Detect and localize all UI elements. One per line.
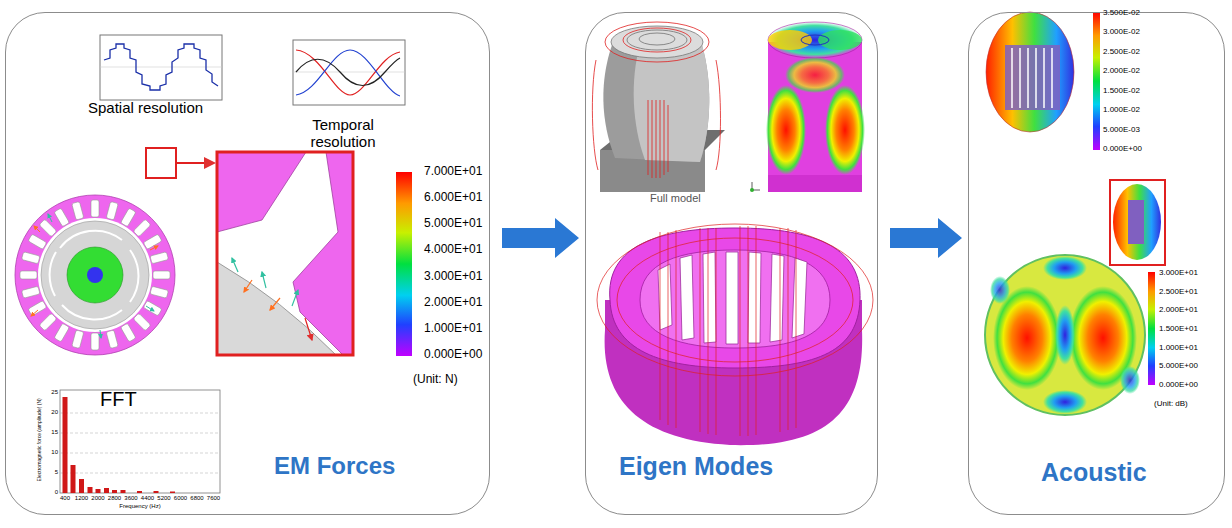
axis-tick: 15	[44, 429, 58, 436]
axis-tick: 6000	[171, 495, 191, 502]
scale-value: 2.500E+01	[1159, 287, 1198, 296]
axis-tick: 5	[44, 469, 58, 476]
scale-value: 1.000E-02	[1103, 105, 1140, 114]
flow-arrow	[502, 218, 579, 258]
axis-tick: 20	[44, 409, 58, 416]
axis-tick: 0	[44, 489, 58, 496]
panel-box: Eigen Modes	[585, 12, 878, 515]
axis-tick: 2800	[105, 495, 125, 502]
scale-value: 3.500E-02	[1103, 8, 1140, 17]
scale-value: 0.000E+00	[1103, 144, 1142, 153]
axis-tick: 25	[44, 389, 58, 396]
scale-value: 5.000E+00	[1159, 361, 1198, 370]
scale-value: 4.000E+01	[424, 243, 482, 257]
axis-title: Electromagnetic force (amplitude) (N)	[37, 385, 43, 495]
scale-value: 7.000E+01	[424, 165, 482, 179]
chart-caption: FFT	[100, 388, 137, 411]
scale-value: 5.000E+01	[424, 217, 482, 231]
scale-value: 1.500E-02	[1103, 86, 1140, 95]
axis-tick: 5200	[154, 495, 174, 502]
scale-value: 0.000E+00	[1159, 380, 1198, 389]
chart-caption: Spatial resolution	[88, 99, 203, 116]
scale-value: 2.500E-02	[1103, 47, 1140, 56]
panel-box: Acoustic	[968, 12, 1225, 515]
figure-caption: Full model	[650, 192, 701, 205]
scale-value: 3.000E+01	[1159, 268, 1198, 277]
scale-value: 2.000E+01	[1159, 305, 1198, 314]
panel-title: Eigen Modes	[619, 453, 773, 481]
unit-note: (Unit: N)	[413, 373, 458, 387]
scale-value: 0.000E+00	[424, 348, 482, 362]
flow-arrow	[890, 218, 962, 258]
axis-tick: 7600	[204, 495, 224, 502]
axis-title: Frequency (Hz)	[90, 503, 190, 510]
chart-caption: Temporal resolution	[283, 116, 403, 151]
axis-tick: 400	[55, 495, 75, 502]
panel-box: EM Forces	[5, 12, 490, 515]
scale-value: 2.000E-02	[1103, 66, 1140, 75]
scale-value: 5.000E-03	[1103, 125, 1140, 134]
panel-title: EM Forces	[274, 453, 395, 479]
axis-tick: 6800	[187, 495, 207, 502]
scale-value: 2.000E+01	[424, 296, 482, 310]
axis-tick: 3600	[121, 495, 141, 502]
scale-value: 1.000E+01	[1159, 343, 1198, 352]
axis-tick: 10	[44, 449, 58, 456]
axis-tick: 2000	[88, 495, 108, 502]
scale-value: 3.000E-02	[1103, 27, 1140, 36]
scale-value: 3.000E+01	[424, 270, 482, 284]
unit-note: (Unit: dB)	[1154, 399, 1188, 408]
scale-value: 1.000E+01	[424, 322, 482, 336]
panel-title: Acoustic	[1041, 459, 1147, 487]
scale-value: 1.500E+01	[1159, 324, 1198, 333]
axis-tick: 4400	[138, 495, 158, 502]
scale-value: 6.000E+01	[424, 191, 482, 205]
axis-tick: 1200	[72, 495, 92, 502]
